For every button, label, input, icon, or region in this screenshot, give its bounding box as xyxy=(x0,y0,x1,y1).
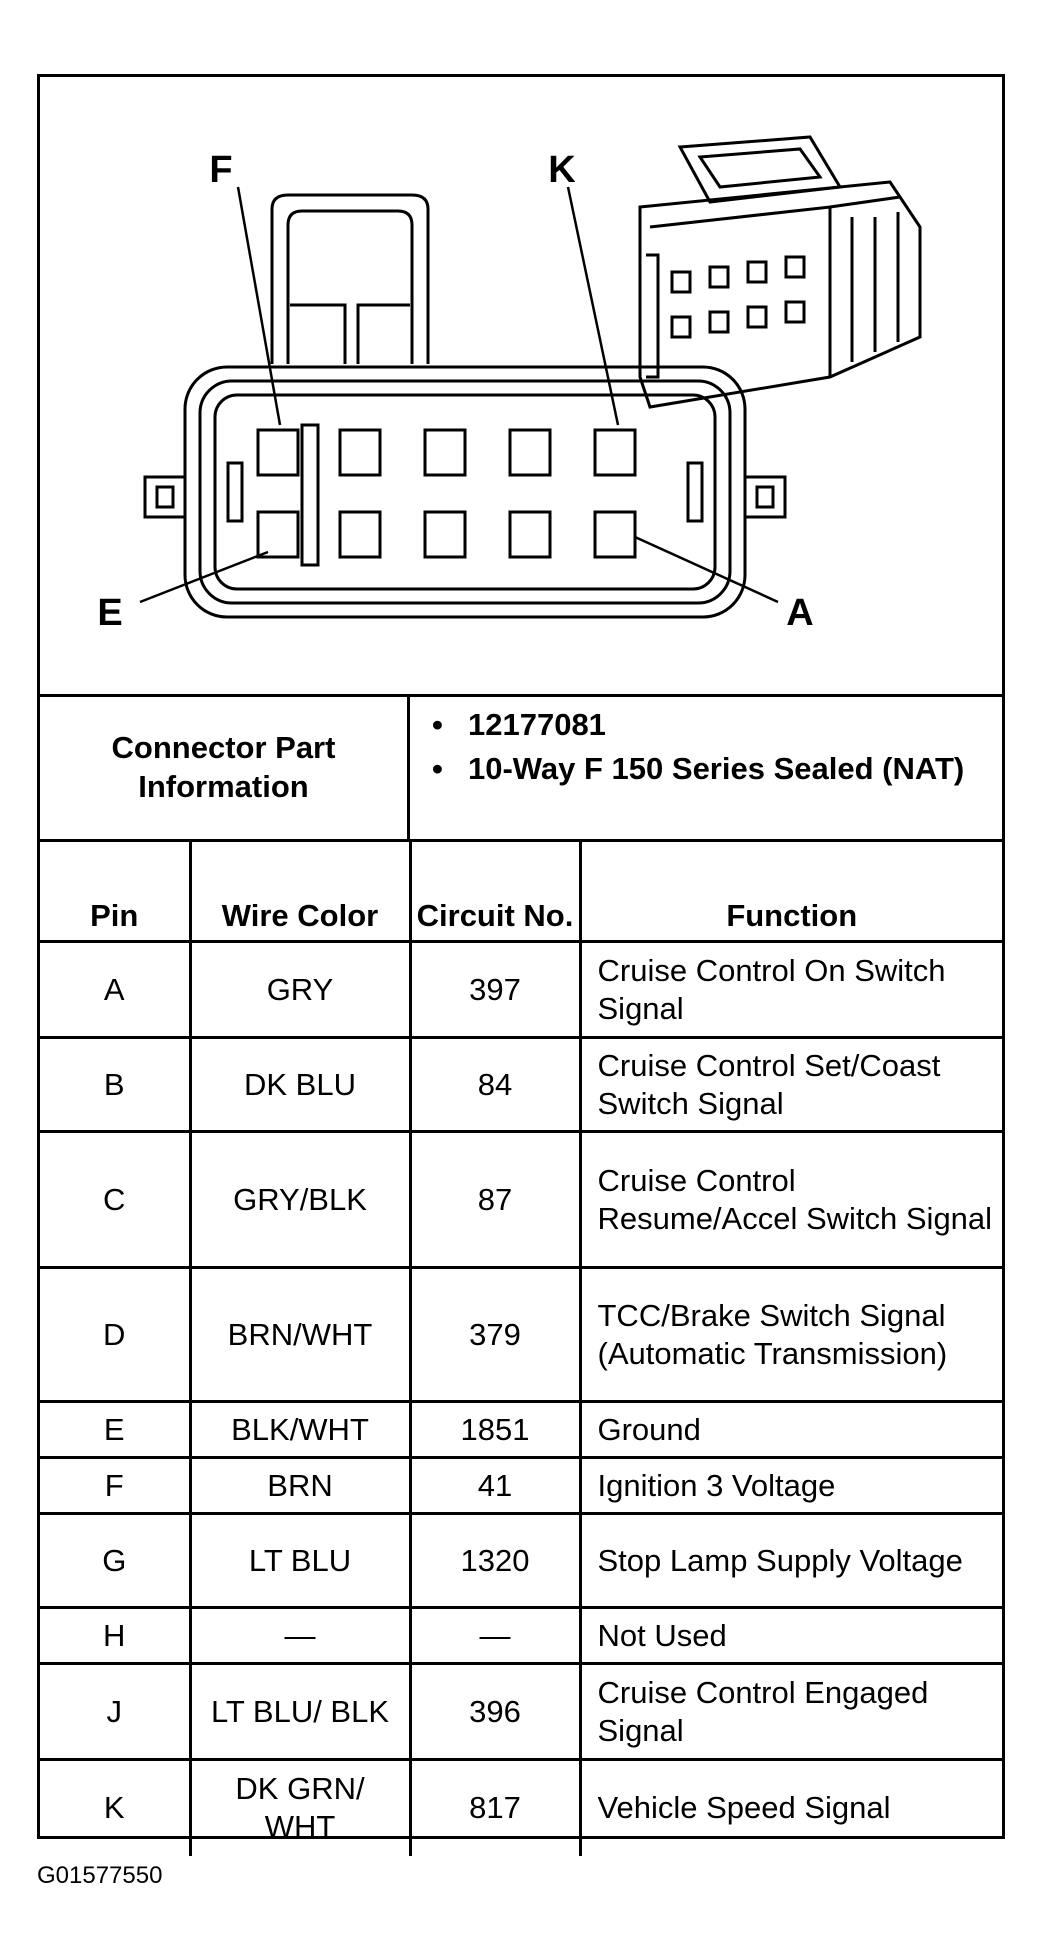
function-cell: Vehicle Speed Signal xyxy=(578,1758,1002,1856)
circuit-cell: 87 xyxy=(408,1130,582,1269)
wire-color-cell: DK GRN/ WHT xyxy=(188,1758,412,1856)
table-row: E BLK/WHT 1851 Ground xyxy=(40,1400,1002,1459)
function-cell: Not Used xyxy=(578,1606,1002,1665)
pin-cavity-top-3 xyxy=(423,428,467,477)
connector-ear-left xyxy=(143,475,187,519)
function-cell: Cruise Control Engaged Signal xyxy=(578,1662,1002,1761)
function-cell: Ground xyxy=(578,1400,1002,1459)
leader-K xyxy=(566,186,620,426)
callout-e-label: E xyxy=(97,592,122,634)
function-cell: Stop Lamp Supply Voltage xyxy=(578,1512,1002,1609)
connector-info-list: 12177081 10-Way F 150 Series Sealed (NAT… xyxy=(410,697,1002,839)
pin-cavity-top-2 xyxy=(338,428,382,477)
leader-F xyxy=(236,186,282,426)
wire-color-cell: BRN xyxy=(188,1456,412,1515)
function-cell: TCC/Brake Switch Signal (Automatic Trans… xyxy=(578,1266,1002,1403)
pin-cell: B xyxy=(40,1036,192,1133)
table-row: J LT BLU/ BLK 396 Cruise Control Engaged… xyxy=(40,1662,1002,1761)
function-cell: Cruise Control Resume/Accel Switch Signa… xyxy=(578,1130,1002,1269)
table-row: A GRY 397 Cruise Control On Switch Signa… xyxy=(40,940,1002,1039)
circuit-cell: 396 xyxy=(408,1662,582,1761)
figure-id: G01577550 xyxy=(37,1862,163,1889)
wire-color-cell: BRN/WHT xyxy=(188,1266,412,1403)
table-row: H — — Not Used xyxy=(40,1606,1002,1665)
callout-f-label: F xyxy=(209,149,232,191)
wire-color-cell: LT BLU xyxy=(188,1512,412,1609)
pin-cavity-F xyxy=(256,428,300,477)
wire-color-cell: GRY/BLK xyxy=(188,1130,412,1269)
wire-color-cell: BLK/WHT xyxy=(188,1400,412,1459)
pin-cell: K xyxy=(40,1758,192,1856)
leader-A xyxy=(634,535,779,604)
wire-color-cell: DK BLU xyxy=(188,1036,412,1133)
connector-description: 10-Way F 150 Series Sealed (NAT) xyxy=(432,749,1002,789)
function-cell: Cruise Control Set/Coast Switch Signal xyxy=(578,1036,1002,1133)
table-row: G LT BLU 1320 Stop Lamp Supply Voltage xyxy=(40,1512,1002,1609)
pin-cavity-E xyxy=(256,510,300,559)
table-row: D BRN/WHT 379 TCC/Brake Switch Signal (A… xyxy=(40,1266,1002,1403)
pin-cell: E xyxy=(40,1400,192,1459)
header-function: Function xyxy=(578,839,1002,943)
pin-cell: F xyxy=(40,1456,192,1515)
pin-cell: G xyxy=(40,1512,192,1609)
circuit-cell: — xyxy=(408,1606,582,1665)
header-wire-color: Wire Color xyxy=(188,839,412,943)
circuit-cell: 817 xyxy=(408,1758,582,1856)
pin-cell: J xyxy=(40,1662,192,1761)
table-row: B DK BLU 84 Cruise Control Set/Coast Swi… xyxy=(40,1036,1002,1133)
function-cell: Ignition 3 Voltage xyxy=(578,1456,1002,1515)
table-row: C GRY/BLK 87 Cruise Control Resume/Accel… xyxy=(40,1130,1002,1269)
circuit-cell: 84 xyxy=(408,1036,582,1133)
circuit-cell: 41 xyxy=(408,1456,582,1515)
function-cell: Cruise Control On Switch Signal xyxy=(578,940,1002,1039)
wire-color-cell: — xyxy=(188,1606,412,1665)
pin-cell: A xyxy=(40,940,192,1039)
pin-cavity-bottom-4 xyxy=(508,510,552,559)
pinout-table: Pin Wire Color Circuit No. Function A GR… xyxy=(40,839,1002,1856)
wire-color-cell: GRY xyxy=(188,940,412,1039)
header-pin: Pin xyxy=(40,839,192,943)
pin-cell: H xyxy=(40,1606,192,1665)
connector-separator xyxy=(300,423,320,567)
pin-cell: D xyxy=(40,1266,192,1403)
callout-a-label: A xyxy=(786,592,813,634)
circuit-cell: 1320 xyxy=(408,1512,582,1609)
pin-cavity-bottom-3 xyxy=(423,510,467,559)
connector-figure-frame: F K E A Connector Part Information 12177… xyxy=(37,74,1005,1856)
pin-cavity-top-4 xyxy=(508,428,552,477)
circuit-cell: 1851 xyxy=(408,1400,582,1459)
connector-info-row: Connector Part Information 12177081 10-W… xyxy=(40,694,1002,839)
table-row: F BRN 41 Ignition 3 Voltage xyxy=(40,1456,1002,1515)
pin-cavity-bottom-2 xyxy=(338,510,382,559)
pin-cell: C xyxy=(40,1130,192,1269)
connector-lock-tab xyxy=(270,193,430,364)
connector-part-number: 12177081 xyxy=(432,705,1002,745)
connector-diagram: F K E A xyxy=(40,77,1002,694)
circuit-cell: 397 xyxy=(408,940,582,1039)
connector-3d-view xyxy=(638,135,922,409)
leader-E xyxy=(139,550,269,604)
circuit-cell: 379 xyxy=(408,1266,582,1403)
wire-color-cell: LT BLU/ BLK xyxy=(188,1662,412,1761)
callout-k-label: K xyxy=(548,149,576,191)
connector-info-label: Connector Part Information xyxy=(40,697,410,839)
table-row: K DK GRN/ WHT 817 Vehicle Speed Signal xyxy=(40,1758,1002,1856)
pin-cavity-A xyxy=(593,510,637,559)
pinout-header-row: Pin Wire Color Circuit No. Function xyxy=(40,839,1002,943)
header-circuit-no: Circuit No. xyxy=(408,839,582,943)
pin-cavity-K xyxy=(593,428,637,477)
connector-ear-right xyxy=(743,475,787,519)
